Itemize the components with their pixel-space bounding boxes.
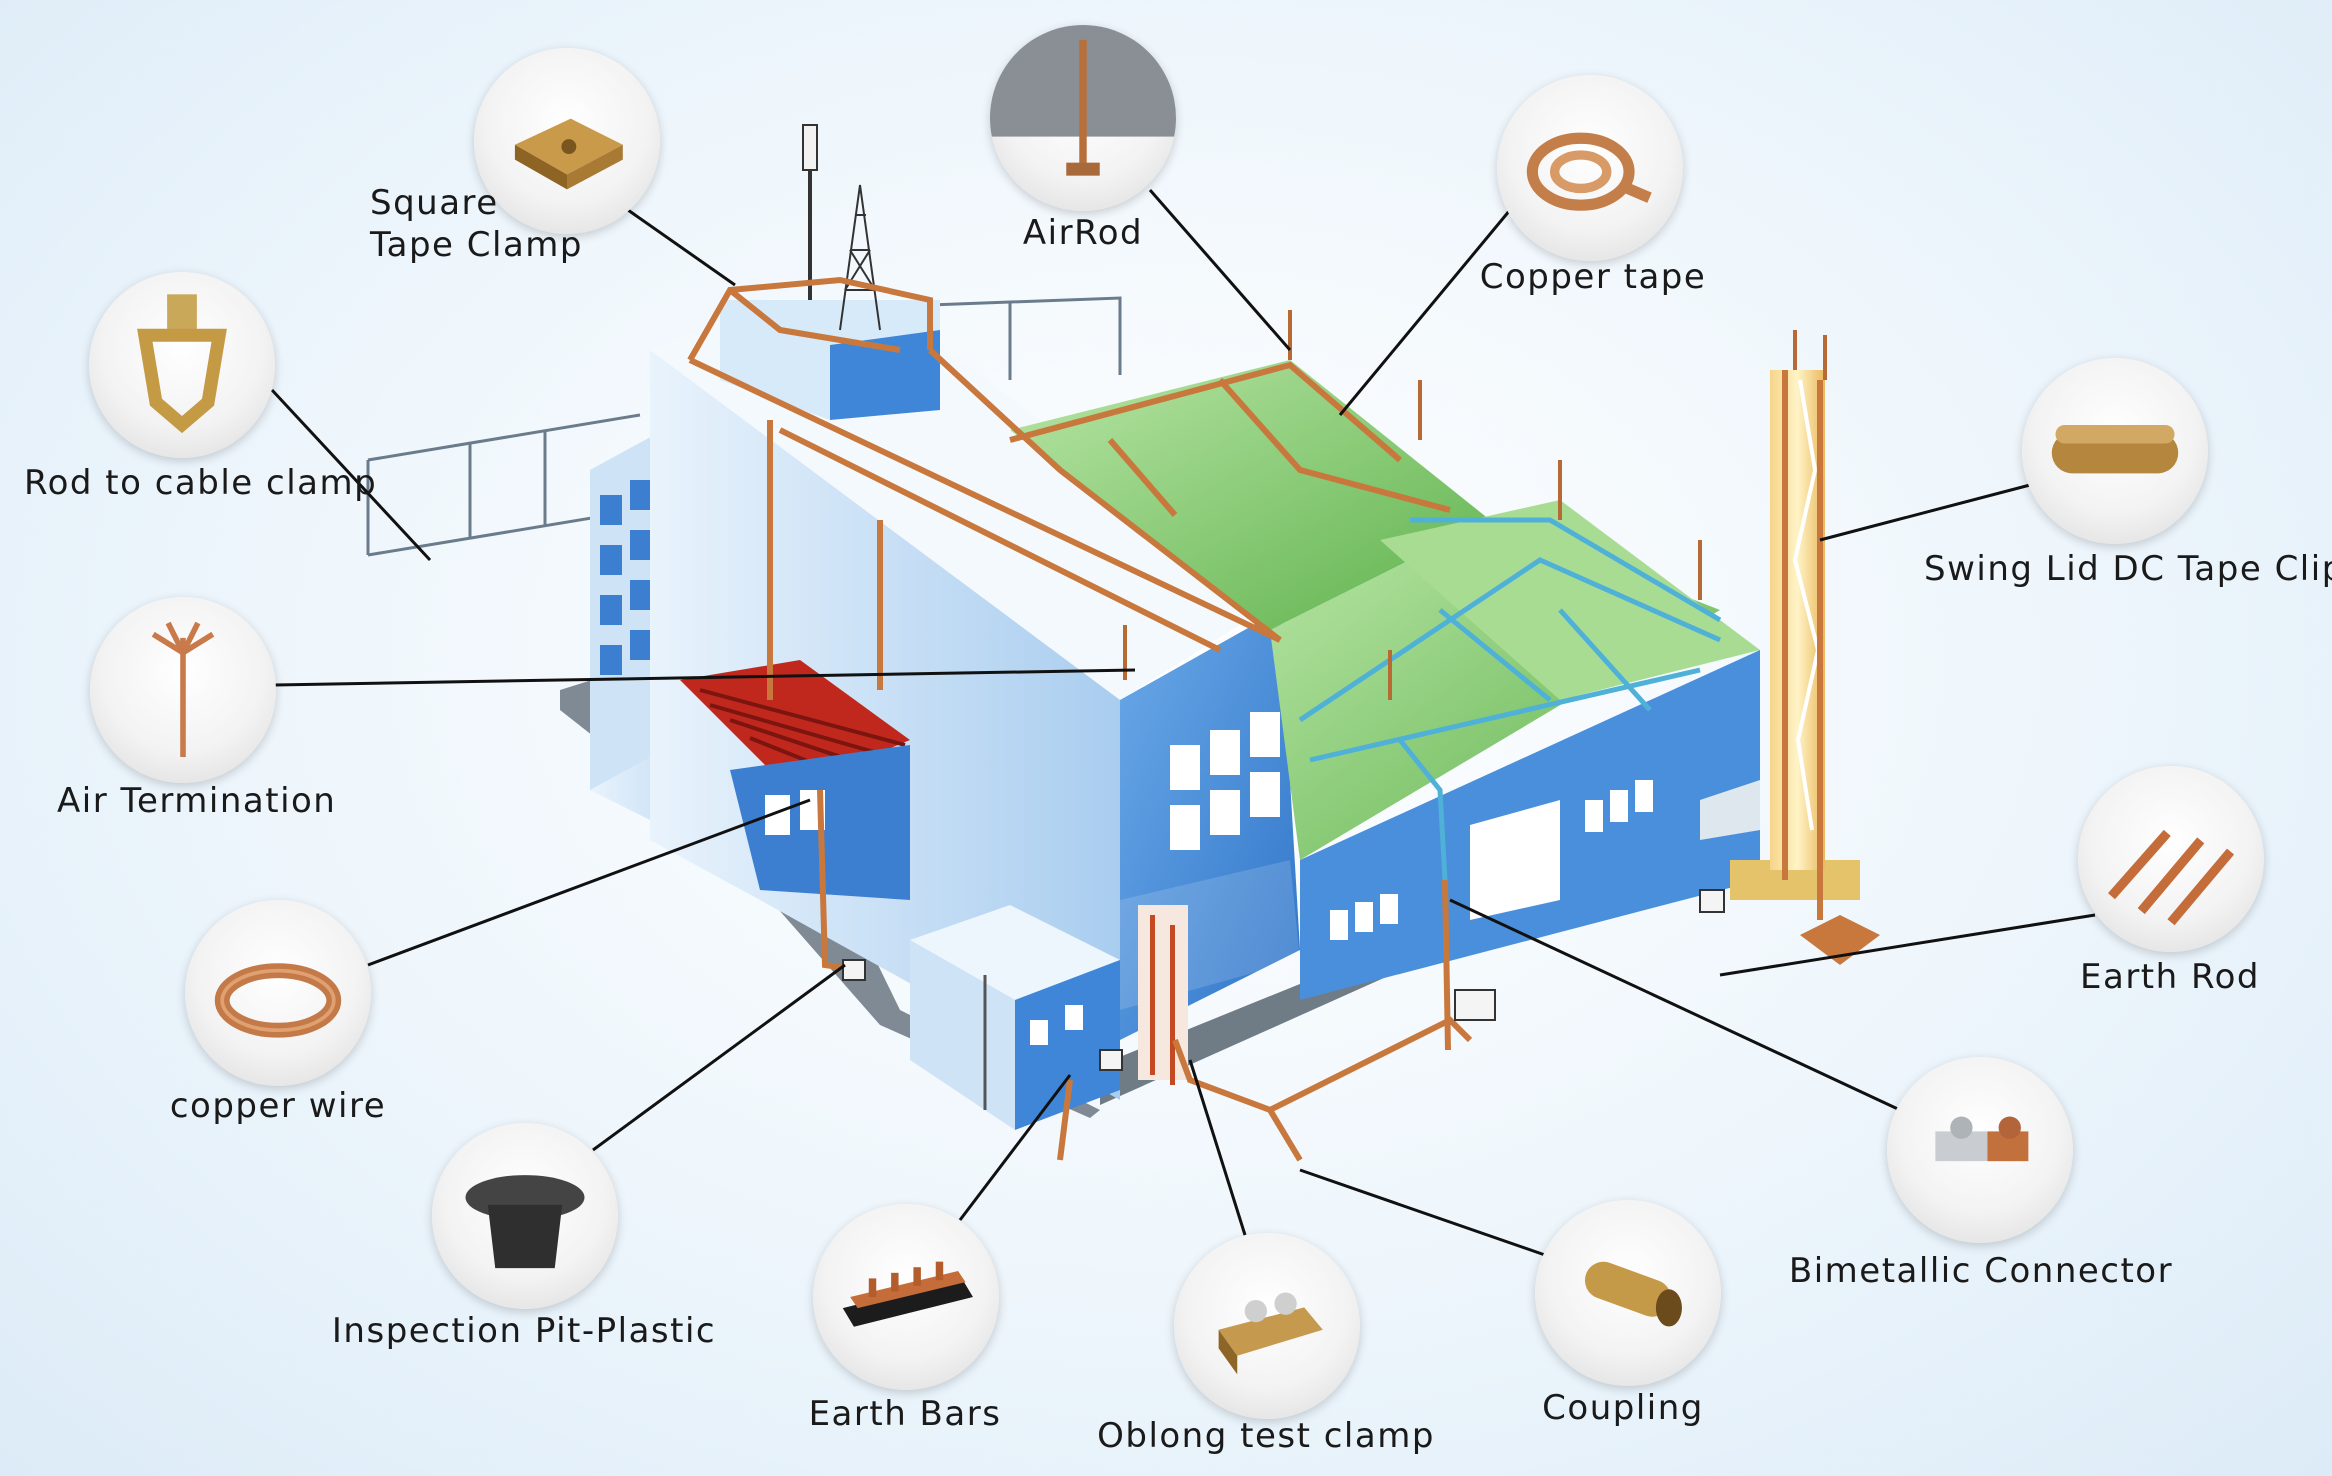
label-inspection-pit-plastic: Inspection Pit-Plastic — [331, 1311, 717, 1351]
label-bimetallic-connector: Bimetallic Connector — [1788, 1251, 2174, 1291]
label-rod-to-cable-clamp: Rod to cable clamp — [24, 463, 378, 503]
label-square-tape-clamp: Square Tape Clamp — [370, 182, 583, 266]
label-earth-rod: Earth Rod — [2080, 957, 2260, 997]
bimetallic-connector-icon — [1887, 1057, 2073, 1243]
label-airrod: AirRod — [1022, 213, 1144, 253]
earth-bar-icon — [813, 1204, 999, 1390]
label-line: Square — [370, 183, 499, 223]
oblong-test-clamp-icon — [1174, 1233, 1360, 1419]
air-termination-icon — [90, 597, 276, 783]
copper-wire-icon — [185, 900, 371, 1086]
label-coupling: Coupling — [1542, 1388, 1704, 1428]
label-copper-tape: Copper tape — [1479, 257, 1707, 297]
swing-lid-tape-clip-icon — [2022, 358, 2208, 544]
inspection-pit-icon — [432, 1123, 618, 1309]
earth-rod-icon — [2078, 766, 2264, 952]
label-air-termination: Air Termination — [57, 781, 337, 821]
chimney-stack — [1730, 370, 1860, 900]
label-copper-wire: copper wire — [169, 1086, 387, 1126]
label-line: Tape Clamp — [370, 225, 584, 265]
bare-conductors — [1298, 517, 1722, 881]
square-tape-clamp-icon — [474, 48, 660, 234]
rod-to-cable-clamp-icon — [89, 272, 275, 458]
antenna-mast — [802, 124, 881, 331]
label-oblong-test-clamp: Oblong test clamp — [1097, 1416, 1435, 1456]
air-rod-icon — [990, 25, 1176, 211]
label-earth-bars: Earth Bars — [808, 1394, 1002, 1434]
leader-lines — [270, 189, 2096, 1257]
factory-hall — [1010, 360, 1760, 1000]
earth-mesh — [842, 889, 1880, 1071]
label-swing-lid-dc-tape-clip: Swing Lid DC Tape Clip — [1924, 549, 2332, 589]
coupling-icon — [1535, 1200, 1721, 1386]
copper-tape-icon — [1497, 75, 1683, 261]
annex-building — [910, 905, 1120, 1130]
